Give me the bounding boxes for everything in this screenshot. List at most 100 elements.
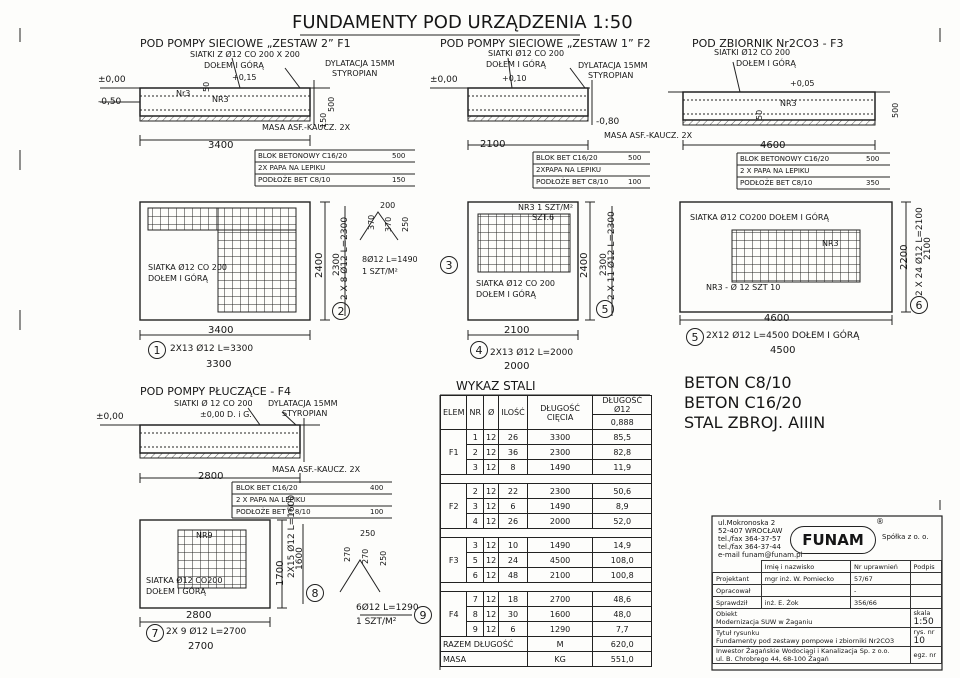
f1-dim-50: 50 <box>202 81 211 92</box>
plan4-num: 7 <box>146 624 164 642</box>
cell: 26 <box>498 429 528 445</box>
plan4-dim-w: 2800 <box>186 610 212 621</box>
plan3-num: 3 <box>440 256 458 274</box>
f2-layer-3-val: 100 <box>628 178 642 186</box>
plan4-bar-bottom: 2X 9 Ø12 L=2700 <box>166 627 247 637</box>
tb-skala-cell: skala 1:50 <box>909 608 943 628</box>
tb-obiekt: Modernizacja SUW w Żaganiu <box>716 618 813 626</box>
funam-reg: ® <box>876 517 884 526</box>
f4-layer-2: 2 X PAPA NA LEPIKU <box>236 496 306 504</box>
f4-dylatacja: DYLATACJA 15MM <box>268 399 338 408</box>
cell: 6 <box>466 567 485 583</box>
tb-opracowal <box>760 584 852 597</box>
f4-layer-1-val: 400 <box>370 484 384 492</box>
cell: 85,5 <box>592 429 652 445</box>
plan3-dim-c: 370 <box>384 216 393 232</box>
plan2-bar-side: 2 X 11 Ø12 L=2300 <box>607 211 617 300</box>
wykaz-h-dlugosc12: DŁUGOŚĆ Ø12 <box>592 395 652 415</box>
cell: 12 <box>483 621 500 637</box>
f4-level-000: ±0,00 <box>96 412 124 422</box>
plan4-nr9: NR9 <box>196 531 213 540</box>
f4-styropian: STYROPIAN <box>282 409 328 418</box>
cell: 5 <box>466 552 485 568</box>
cell: 3 <box>466 459 485 475</box>
f1-level-015: +0,15 <box>232 73 257 82</box>
f3-heading: POD ZBIORNIK Nr2CO3 - F3 <box>692 37 844 50</box>
f3-layer-1: BLOK BETONOWY C16/20 <box>740 155 830 163</box>
f3-level-005: +0,05 <box>790 79 815 88</box>
tb-obiekt-cell: Obiekt Modernizacja SUW w Żaganiu <box>712 608 911 628</box>
wykaz-h-nr: NR <box>466 395 485 430</box>
tb-sprawdzil-sign <box>909 596 943 609</box>
spacer <box>440 528 652 538</box>
tb-opracowal-sign <box>909 584 943 597</box>
f4-heading: POD POMPY PŁUCZĄCE - F4 <box>140 385 291 398</box>
plan1-num-side: 2 <box>332 302 350 320</box>
cell: 12 <box>483 459 500 475</box>
cell: 2 <box>466 483 485 499</box>
tb-obiekt-label: Obiekt <box>716 610 738 618</box>
f1-mark-nr3: Nr3 <box>176 89 191 98</box>
wykaz-mass-value: 551,0 <box>592 651 652 667</box>
f1-layer-1-val: 500 <box>392 152 406 160</box>
f4-dim-2800: 2800 <box>198 471 224 482</box>
concrete-1: BETON C8/10 <box>684 373 792 392</box>
cell: 12 <box>483 606 500 622</box>
spacer <box>440 474 652 484</box>
cell: 12 <box>483 591 500 607</box>
cell: 1490 <box>526 498 594 514</box>
f2-layer-2: 2XPAPA NA LEPIKU <box>536 166 601 174</box>
plan4-dim-h2: 1600 <box>295 547 305 570</box>
cell: 7 <box>466 591 485 607</box>
f2-dylatacja: DYLATACJA 15MM <box>578 61 648 70</box>
wykaz-header: ELEM NR Ø ILOŚĆ DŁUGOŚĆ CIĘCIA DŁUGOŚĆ Ø… <box>439 395 652 430</box>
cell: 100,8 <box>592 567 652 583</box>
f1-mark-nr3b: NR3 <box>212 95 229 104</box>
tb-egz-cell: egz. nr <box>909 646 943 664</box>
plan3-dim-a: 200 <box>380 201 396 210</box>
tb-inwestor-addr: ul. B. Chrobrego 44, 68-100 Żagań <box>716 655 829 663</box>
tb-rys-cell: rys. nr 10 <box>909 627 943 647</box>
f2-masa: MASA ASF.-KAUCZ. 2X <box>604 131 693 140</box>
plan3big-bar-bottom: 2X12 Ø12 L=4500 DOŁEM I GÓRĄ <box>706 331 860 341</box>
plan3-dim-b: 370 <box>367 214 376 230</box>
plan2-mesh: SIATKA Ø12 CO 200 <box>476 279 556 288</box>
cell: 3 <box>466 537 485 553</box>
cell: 18 <box>498 591 528 607</box>
f1-styropian: STYROPIAN <box>332 69 378 78</box>
cell: 2300 <box>526 444 594 460</box>
f1-level-050: -0,50 <box>98 97 122 107</box>
cell: 4500 <box>526 552 594 568</box>
cell: 1 <box>466 429 485 445</box>
cell: 9 <box>466 621 485 637</box>
wykaz-sum-row: RAZEM DŁUGOŚĆ M 620,0 <box>440 636 652 652</box>
cell: 26 <box>498 513 528 529</box>
cell: 2700 <box>526 591 594 607</box>
tb-skala: 1:50 <box>913 617 934 627</box>
f3-note-mesh: SIATKI Ø12 CO 200 <box>714 48 791 57</box>
tb-opracowal-nr: - <box>850 584 911 597</box>
plan3big-dim-w2: 4500 <box>770 345 796 356</box>
cell: 12 <box>483 513 500 529</box>
cell: 2 <box>466 444 485 460</box>
cell: 12 <box>483 498 500 514</box>
tb-rys: 10 <box>913 636 925 646</box>
tb-sprawdzil-nr: 356/66 <box>850 596 911 609</box>
plan3big-num-side: 6 <box>910 296 928 314</box>
cell: 52,0 <box>592 513 652 529</box>
tb-addr-1: ul.Mokronoska 2 <box>718 519 776 527</box>
plan3-dim-d: 250 <box>401 216 410 232</box>
tb-tytul: Fundamenty pod zestawy pompowe i zbiorni… <box>716 637 895 645</box>
funam-logo: FUNAM <box>790 526 876 554</box>
wykaz-mass-unit: KG <box>526 651 594 667</box>
f3-note-top: DOŁEM I GÓRĄ <box>736 59 796 68</box>
tb-addr-5: e-mail funam@funam.pl <box>718 551 803 559</box>
cell: 1600 <box>526 606 594 622</box>
wykaz-mass-label: MASA <box>440 651 528 667</box>
plan2-szt: SZT.6 <box>532 213 555 222</box>
f1-layer-1: BLOK BETONOWY C16/20 <box>258 152 348 160</box>
